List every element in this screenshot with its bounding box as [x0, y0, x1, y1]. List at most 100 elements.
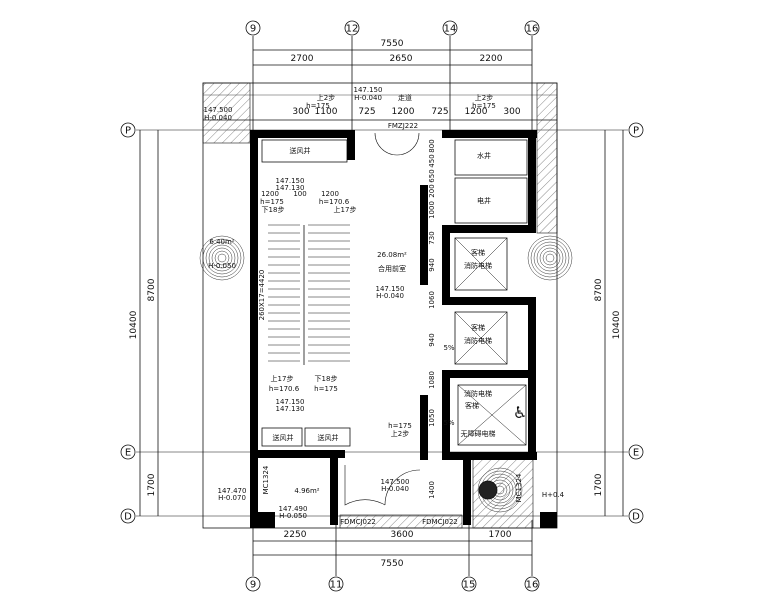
label-stair-level: 147.150 [276, 177, 305, 185]
elevator-cross [454, 237, 508, 291]
label-stair-h1: h=175 [260, 198, 284, 206]
dim-right-lower: 1700 [594, 473, 604, 496]
dim-column: 1060 [428, 291, 436, 309]
axis-top-1: 12 [346, 24, 359, 35]
dim-corridor: 300 [292, 107, 309, 117]
axis-left-1: E [125, 448, 131, 459]
planter-ring [539, 247, 561, 269]
label-landing-up-h: h=170.6 [269, 385, 300, 393]
dim-corridor: 1200 [465, 107, 488, 117]
dim-column: 1400 [428, 481, 436, 499]
dim-bottom-seg: 3600 [391, 530, 414, 540]
water-shaft-room [454, 139, 528, 176]
planter-ring [542, 250, 558, 266]
label-entry-level: 147.500 [381, 478, 410, 486]
door-mc-label: MC1324 [262, 465, 270, 494]
label-water-shaft: 水井 [477, 151, 491, 160]
axis-left-0: P [125, 126, 131, 137]
wall [250, 130, 355, 138]
wall [420, 395, 428, 460]
label-door-fm: FMZJ222 [388, 122, 418, 130]
dim-column: 1080 [428, 371, 436, 389]
label-balcony-level: 147.470 [218, 487, 247, 495]
dim-right-inner: 8700 [594, 278, 604, 301]
elevator-cross [454, 311, 508, 365]
dim-column: 450 [428, 154, 436, 167]
axis-right-2: D [632, 512, 640, 523]
air-shaft-bl [261, 427, 303, 447]
label-step-up-right: 上2步 [475, 93, 493, 102]
axis-bubble [120, 508, 136, 524]
label-door-bottom-2: FDMCJ022 [422, 518, 458, 526]
door-mc-right-label: MC1324 [515, 473, 523, 502]
wall [442, 452, 537, 460]
planter-ring [208, 244, 236, 272]
wheelchair-icon: ♿ [513, 403, 527, 422]
hatched-threshold [339, 514, 463, 529]
label-landing-level: 147.150 [276, 398, 305, 406]
label-step-up-left-h: h=175 [306, 102, 330, 110]
planter-ring [211, 247, 233, 269]
planter-ring [536, 244, 564, 272]
wall [420, 185, 428, 285]
label-garden-area: 6.40m² [209, 238, 234, 246]
label-2: 1200 [321, 190, 339, 198]
label-elevator1-sub: 消防电梯 [464, 261, 492, 270]
axis-right-1: E [633, 448, 639, 459]
planter-ring [202, 238, 242, 278]
label-stair-level-sub: 147.130 [276, 184, 305, 192]
label-corridor: 走道 [398, 93, 412, 102]
label-lobby-step-label: 上2步 [391, 429, 409, 438]
axis-bottom-3: 16 [526, 580, 539, 591]
label-corridor-level-sub: H-0.040 [354, 94, 382, 102]
dim-column: 940 [428, 333, 436, 346]
label-room-area: 4.96m² [294, 487, 319, 495]
dim-top-total: 7550 [381, 39, 404, 49]
label-1: 100 [293, 190, 306, 198]
dim-top-seg: 2700 [291, 54, 314, 64]
dim-left-inner: 8700 [147, 278, 157, 301]
dim-column: 1050 [428, 409, 436, 427]
shrub [478, 480, 498, 500]
dim-column: 800 [428, 139, 436, 152]
label-elevator1: 客梯 [471, 248, 485, 257]
wall [330, 455, 338, 525]
label-left-level: 147.500 [204, 106, 233, 114]
axis-bubble [120, 444, 136, 460]
wall [250, 130, 258, 520]
label-corridor-level: 147.150 [354, 86, 383, 94]
axis-bubble [524, 576, 540, 592]
axis-bottom-1: 11 [330, 580, 343, 591]
axis-top-0: 9 [250, 24, 256, 35]
dim-left-lower: 1700 [147, 473, 157, 496]
planter-ring [533, 241, 567, 275]
label-balcony-level-sub: H-0.070 [218, 494, 246, 502]
label-stair-h2: h=170.6 [319, 198, 350, 206]
axis-bubble [628, 444, 644, 460]
hatched-wall-right [536, 82, 558, 234]
dim-column: 940 [428, 258, 436, 271]
wall [442, 370, 536, 378]
axis-right-0: P [633, 126, 639, 137]
axis-bottom-2: 15 [463, 580, 476, 591]
label-elevator2: 客梯 [471, 323, 485, 332]
label-lobby-area: 26.08m² [377, 251, 407, 259]
axis-bubble [328, 576, 344, 592]
wall [250, 450, 345, 458]
label-air-shaft-bl: 送风井 [273, 433, 294, 442]
label-slope2: 5% [443, 419, 454, 427]
wall [540, 512, 557, 528]
planter-ring [214, 250, 230, 266]
label-air-shaft-top: 送风井 [290, 146, 311, 155]
label-right-h: H+0.4 [542, 491, 565, 499]
axis-left-2: D [124, 512, 132, 523]
dim-bottom-seg: 1700 [489, 530, 512, 540]
label-bottom-level: 147.490 [279, 505, 308, 513]
label-stair-up: 上17步 [334, 205, 357, 214]
wall [442, 297, 536, 305]
wall [463, 455, 471, 525]
planter-ring [545, 253, 555, 263]
axis-bubble [628, 122, 644, 138]
label-landing-down-h: h=175 [314, 385, 338, 393]
